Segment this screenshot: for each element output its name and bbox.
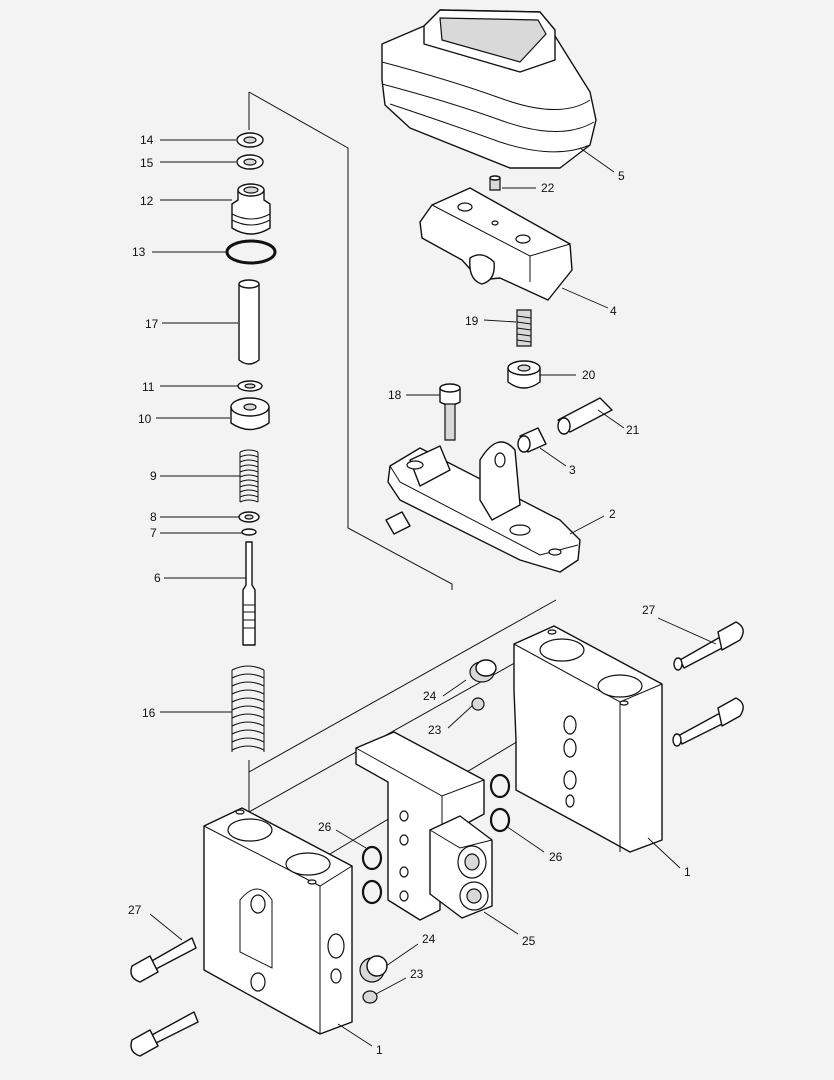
o-ring-part-13	[225, 239, 277, 265]
spring-part-9	[239, 449, 259, 503]
o-rings-part-26-lower	[361, 845, 383, 905]
bushing-part-3	[517, 427, 547, 453]
bolt-part-27-lower-b	[130, 1011, 199, 1057]
callout-14: 14	[140, 133, 154, 147]
ring-part-7	[241, 528, 257, 536]
washer-part-14	[236, 132, 264, 148]
washer-part-8	[238, 511, 260, 523]
callout-7: 7	[150, 526, 157, 540]
callout-10: 10	[138, 412, 152, 426]
adapter-plate	[355, 731, 485, 921]
lever-block-part-4	[419, 187, 573, 301]
bolt-part-27-upper-a	[673, 621, 744, 671]
plug-part-24-upper	[469, 659, 497, 683]
pin-part-17	[238, 279, 260, 365]
boot-part-5	[381, 9, 597, 169]
callout-24-lower: 24	[422, 932, 436, 946]
plug-part-23-lower	[362, 990, 378, 1004]
callout-24-upper: 24	[423, 689, 437, 703]
base-bracket-part-2	[385, 441, 581, 573]
callout-27-upper: 27	[642, 603, 656, 617]
pin-part-21	[557, 397, 613, 435]
bolt-part-18	[439, 383, 461, 441]
nut-part-20	[507, 360, 541, 389]
o-rings-part-26-upper	[489, 773, 511, 833]
spring-part-16	[231, 665, 265, 752]
callout-21: 21	[626, 423, 640, 437]
bolt-part-27-upper-b	[672, 697, 744, 747]
callout-4: 4	[610, 304, 617, 318]
callout-2: 2	[609, 507, 616, 521]
callout-19: 19	[465, 314, 479, 328]
manifold-part-25	[429, 815, 493, 919]
callout-6: 6	[154, 571, 161, 585]
callout-23-lower: 23	[410, 967, 424, 981]
plug-part-24-lower	[359, 955, 388, 983]
callout-13: 13	[132, 245, 146, 259]
callout-25: 25	[522, 934, 536, 948]
callout-20: 20	[582, 368, 596, 382]
callout-15: 15	[140, 156, 154, 170]
callout-11: 11	[142, 380, 155, 394]
callout-23-upper: 23	[428, 723, 442, 737]
callout-5: 5	[618, 169, 625, 183]
callout-22: 22	[541, 181, 555, 195]
callout-18: 18	[388, 388, 402, 402]
stud-part-19	[516, 309, 532, 347]
callout-12: 12	[140, 194, 154, 208]
plug-part-23-upper	[471, 697, 485, 711]
callout-8: 8	[150, 510, 157, 524]
nut-part-10	[230, 397, 270, 431]
valve-body-lower-part-1	[203, 807, 353, 1035]
washer-part-15	[236, 154, 264, 170]
bolt-part-27-lower-a	[130, 937, 197, 983]
callout-3: 3	[569, 463, 576, 477]
callout-27-lower: 27	[128, 903, 142, 917]
plunger-part-6	[242, 541, 256, 646]
callout-labels: 14 15 12 13 17 11 10 9 8 7 6 16 22 5 4 1…	[128, 133, 691, 1057]
callout-9: 9	[150, 469, 157, 483]
bushing-part-12	[231, 183, 271, 235]
callout-1-upper: 1	[684, 865, 691, 879]
clip-part-11	[237, 380, 263, 392]
leader-lines	[149, 139, 717, 1047]
callout-17: 17	[145, 317, 159, 331]
callout-1-lower: 1	[376, 1043, 383, 1057]
set-screw-part-22	[489, 175, 501, 191]
valve-body-upper-part-1	[513, 625, 663, 853]
callout-26-left: 26	[318, 820, 332, 834]
callout-26-right: 26	[549, 850, 563, 864]
callout-16: 16	[142, 706, 156, 720]
